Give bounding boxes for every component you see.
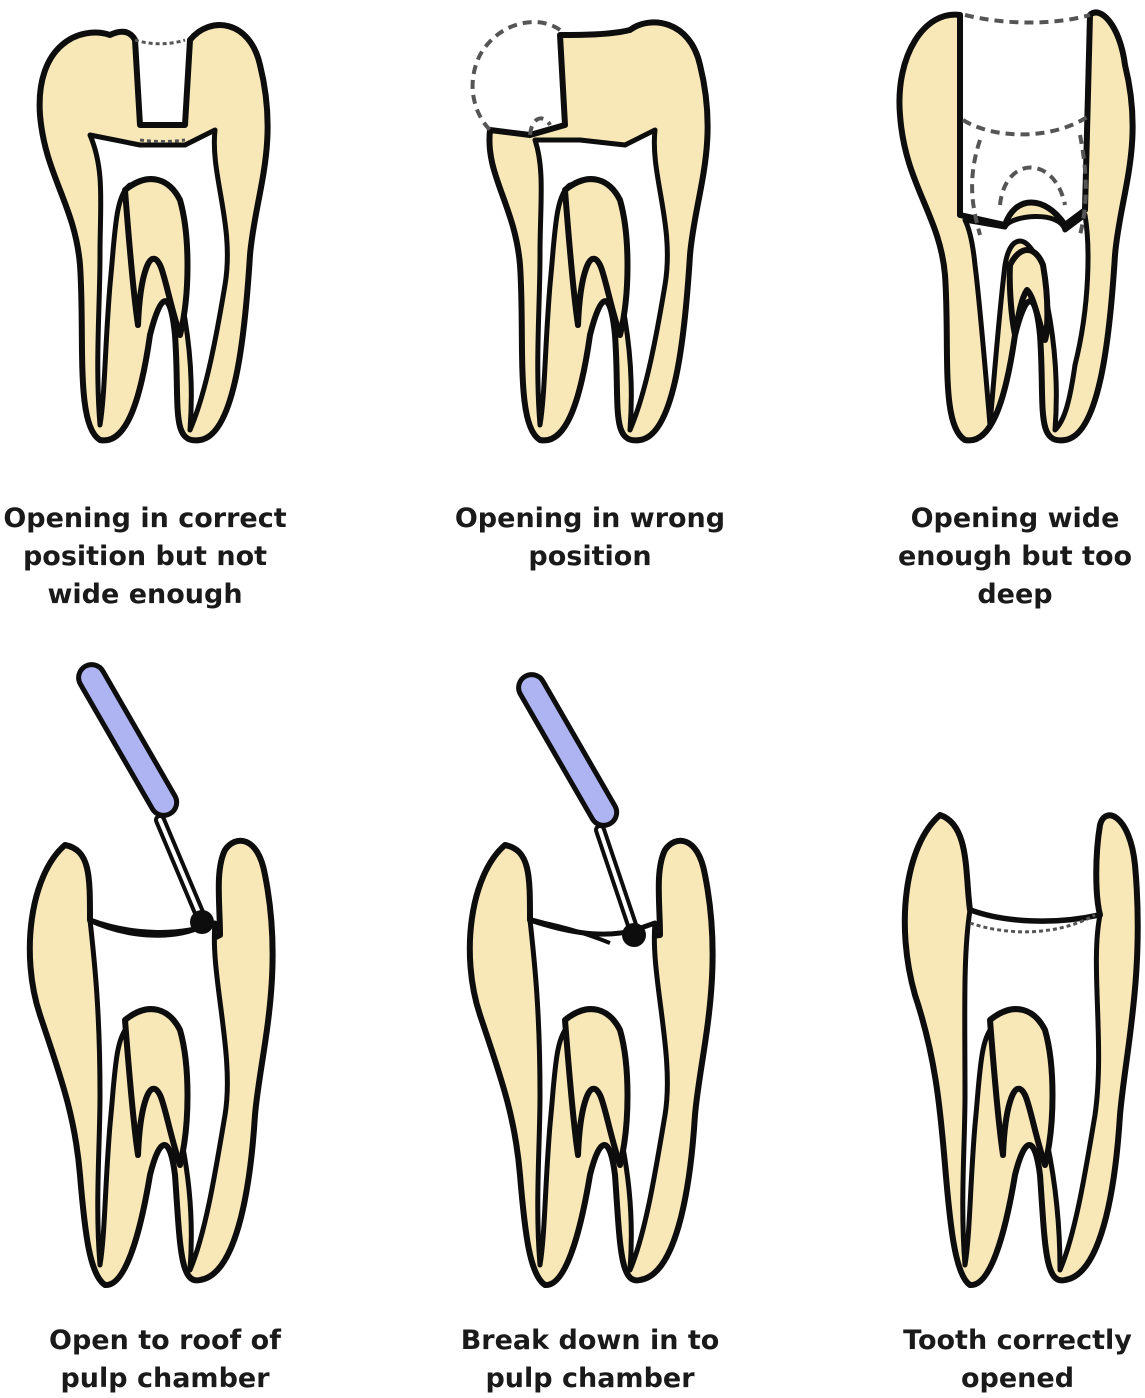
panel-tooth-correctly-opened — [885, 805, 1145, 1295]
caption-3: Opening wide enough but too deep — [880, 500, 1145, 614]
panel-open-to-roof — [20, 675, 280, 1295]
caption-1: Opening in correct position but not wide… — [0, 500, 290, 614]
tooth-illustration-2 — [460, 5, 720, 455]
tooth-illustration-1 — [20, 5, 280, 455]
tooth-illustration-6 — [885, 805, 1145, 1295]
panel-wrong-position — [460, 5, 720, 455]
caption-6: Tooth correctly opened — [890, 1322, 1145, 1398]
panel-wide-but-too-deep — [885, 5, 1145, 455]
caption-4: Open to roof of pulp chamber — [10, 1322, 320, 1398]
caption-5: Break down in to pulp chamber — [450, 1322, 730, 1398]
tooth-illustration-5 — [460, 685, 720, 1295]
instrument-handle-1 — [74, 660, 182, 820]
panel-break-down-pulp — [460, 685, 720, 1295]
tooth-illustration-3 — [885, 5, 1145, 455]
instrument-handle-2 — [514, 670, 622, 830]
tooth-illustration-4 — [20, 675, 280, 1295]
panel-correct-position-not-wide — [20, 5, 280, 455]
caption-2: Opening in wrong position — [440, 500, 740, 576]
